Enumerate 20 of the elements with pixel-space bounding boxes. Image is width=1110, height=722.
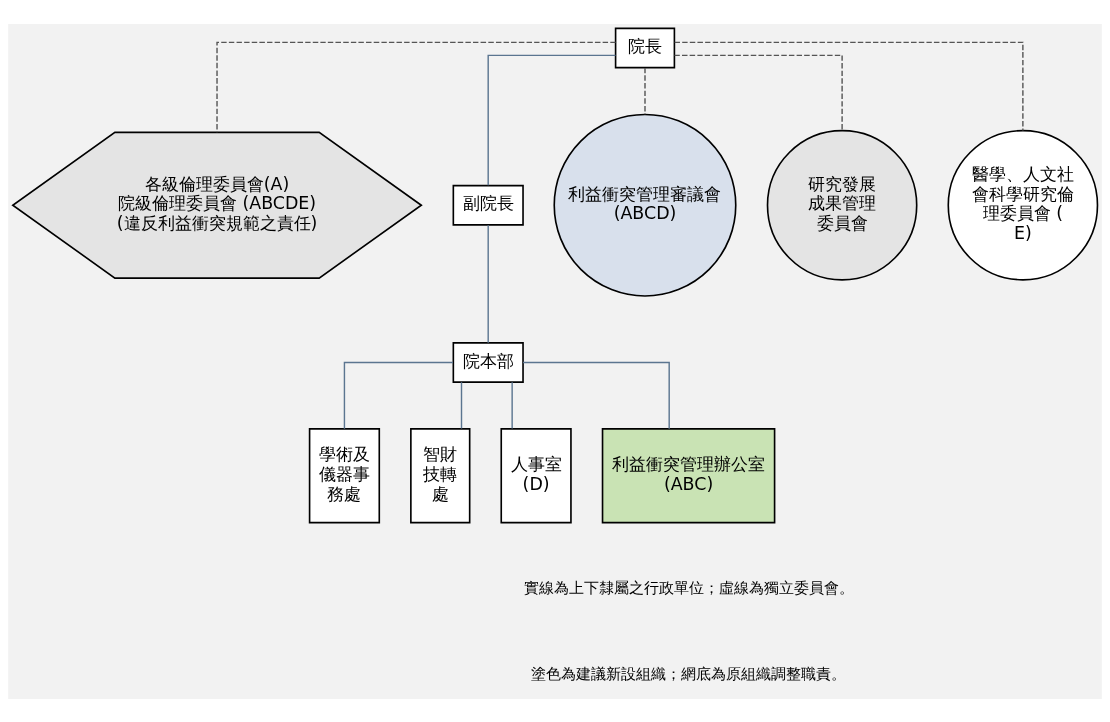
node-box: 院長 <box>614 27 676 68</box>
connector <box>673 41 1024 131</box>
connector <box>343 361 454 429</box>
label: 塗色為建議新設組織；網底為原組織調整職責。 <box>531 664 847 683</box>
node-box: 學術及儀器事務處 <box>308 427 381 523</box>
node-circle: 利益衝突管理審議會 (ABCD) <box>553 113 737 297</box>
connector <box>511 381 513 429</box>
label: 實線為上下隸屬之行政單位；虛線為獨立委員會。 <box>523 578 854 597</box>
connector <box>673 54 843 131</box>
node-circle: 醫學、人文社會科學研究倫理委員會 (E) <box>947 129 1099 281</box>
node-circle: 研究發展成果管理委員會 <box>766 129 918 281</box>
node-box: 利益衝突管理辦公室 (ABC) <box>601 427 776 523</box>
connector <box>522 361 670 429</box>
node-box: 院本部 <box>452 341 524 383</box>
node-box: 智財技轉處 <box>410 427 471 523</box>
node-box: 人事室 (D) <box>500 427 572 523</box>
connector <box>460 381 463 429</box>
node-box: 副院長 <box>452 184 524 226</box>
connector <box>487 223 489 343</box>
connector <box>487 54 617 186</box>
